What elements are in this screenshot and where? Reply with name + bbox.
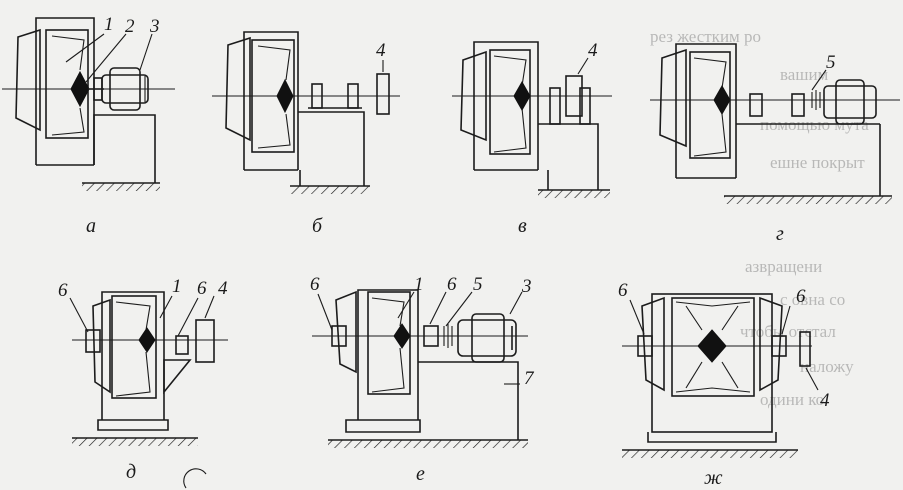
label-1: 1 bbox=[172, 276, 182, 297]
caption-c: в bbox=[518, 215, 527, 237]
scheme-a: 1 2 3 а bbox=[2, 14, 175, 237]
bg-text-line: вашим bbox=[780, 65, 829, 84]
scheme-c: 4 в bbox=[452, 40, 612, 237]
scheme-e: 6 1 6 4 д bbox=[58, 276, 228, 483]
caption-f: е bbox=[416, 463, 425, 485]
bg-text-line: одини ко bbox=[760, 390, 824, 409]
label-6: 6 bbox=[310, 274, 320, 295]
scheme-g: 6 6 4 ж bbox=[618, 280, 830, 489]
label-6: 6 bbox=[447, 274, 457, 295]
caption-d: г bbox=[776, 223, 784, 245]
scheme-b: 4 б bbox=[212, 31, 400, 237]
label-1: 1 bbox=[104, 14, 114, 35]
label-2: 2 bbox=[125, 16, 135, 37]
bg-text-line: с овна со bbox=[780, 290, 845, 309]
bg-text-line: чтобы отстал bbox=[740, 322, 836, 341]
label-6: 6 bbox=[197, 278, 207, 299]
label-4: 4 bbox=[218, 278, 228, 299]
caption-e: д bbox=[126, 461, 136, 483]
label-4: 4 bbox=[588, 40, 598, 61]
caption-g: ж bbox=[704, 467, 723, 489]
label-7: 7 bbox=[524, 368, 535, 389]
scheme-f: 6 1 6 5 3 7 е bbox=[310, 274, 535, 485]
bg-text-line: ешне покрыт bbox=[770, 153, 865, 172]
caption-a: а bbox=[86, 215, 96, 237]
bg-text-line: наложу bbox=[800, 357, 854, 376]
label-4: 4 bbox=[376, 40, 386, 61]
label-6: 6 bbox=[796, 286, 806, 307]
label-4: 4 bbox=[820, 390, 830, 411]
label-5: 5 bbox=[826, 52, 836, 73]
background-text: рез жестким ро вашим помощью мута ешне п… bbox=[650, 27, 869, 409]
label-5: 5 bbox=[473, 274, 483, 295]
scheme-d: 5 г bbox=[650, 43, 900, 245]
label-3: 3 bbox=[521, 276, 532, 297]
label-1: 1 bbox=[414, 274, 424, 295]
label-3: 3 bbox=[149, 16, 160, 37]
caption-b: б bbox=[312, 215, 323, 237]
bg-text-line: рез жестким ро bbox=[650, 27, 761, 46]
label-6: 6 bbox=[618, 280, 628, 301]
bg-text-line: азвращени bbox=[745, 257, 822, 276]
stray-mark bbox=[183, 468, 207, 489]
label-6: 6 bbox=[58, 280, 68, 301]
